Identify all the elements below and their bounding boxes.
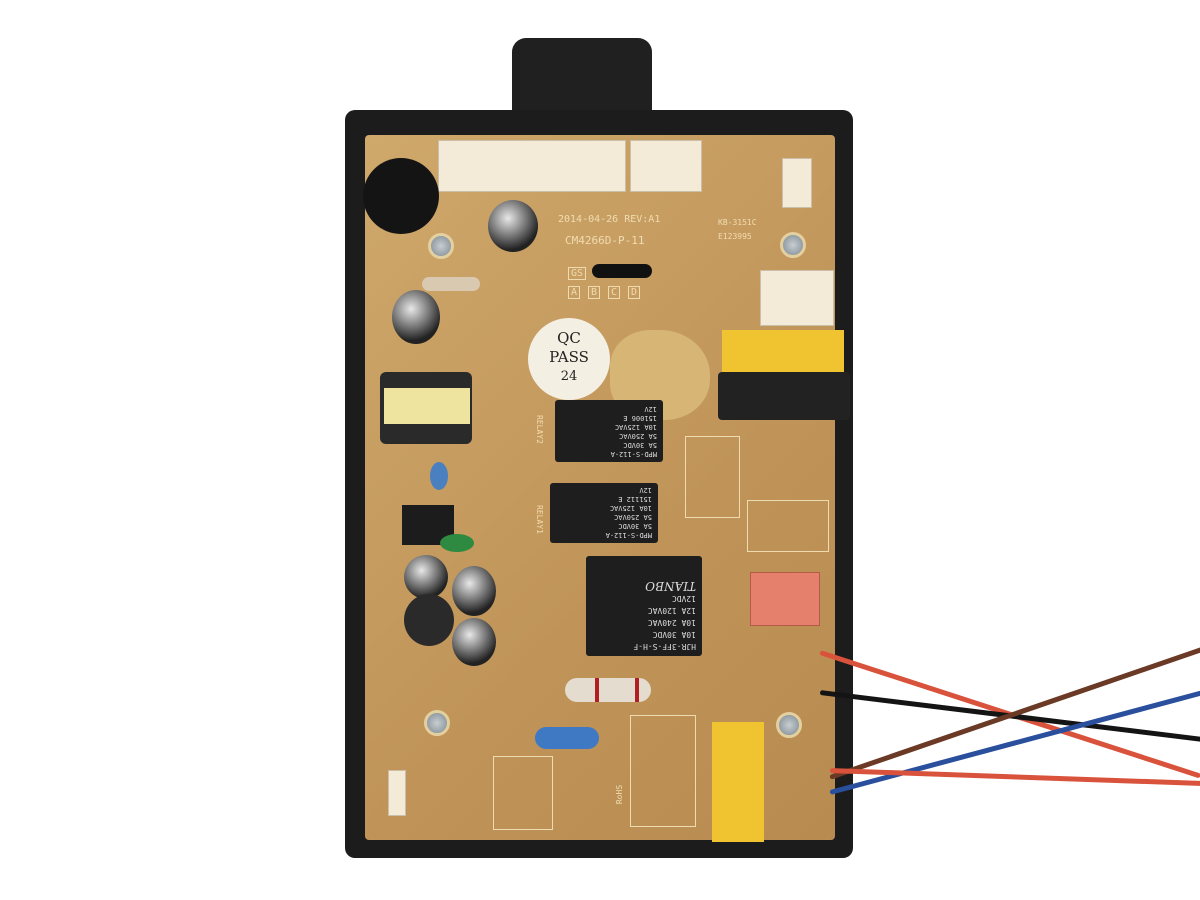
relay-rating: 5A 250VAC [614,513,652,521]
footprint-l7 [493,756,553,830]
relay-rating: 5A 250VAC [619,432,657,440]
transformer-bobbin [384,388,470,424]
relay-lot: 151112 E [618,495,652,503]
connector-fan [388,770,406,816]
screw [776,712,802,738]
relay-coil: 12V [639,486,652,494]
capacitor-c7 [488,200,538,252]
capacitor-c4 [452,618,496,666]
capacitor-blue-2 [535,727,599,749]
connector-pink [750,572,820,626]
capacitor-x2-c2 [722,330,844,376]
capacitor-blue [430,462,448,490]
option-c: C [608,286,621,299]
connector-motor [760,270,834,326]
relay-brand: TIANBO [645,579,696,593]
date-rev-text: 2014-04-26 REV:A1 [558,214,661,225]
footprint-l2 [685,436,740,518]
screw [428,233,454,259]
relay-rating: 10A 30VDC [652,630,696,639]
bridge-rectifier [718,372,850,420]
capacitor-c13 [452,566,496,616]
pass-text: PASS [549,348,589,366]
capacitor-green [440,534,474,552]
relay-rating: 10A 240VAC [647,618,696,627]
inductor [404,594,454,646]
code-text: KB-3151C [718,218,757,227]
connector-main [438,140,626,192]
relay-rating: 12A 120VAC [647,606,696,615]
option-b: B [588,286,601,299]
capacitor [404,555,448,599]
gs-label: GS [568,267,587,280]
relay-rating: 10A 125VAC [614,423,657,431]
relay-model: MPD-S-112-A [605,531,652,539]
qc-pass-sticker: QC PASS 24 [528,318,610,400]
relay2-label: RELAY2 [534,415,544,444]
capacitor-e1 [392,290,440,344]
connector-small [782,158,812,208]
connector-cn1 [630,140,702,192]
qc-number: 24 [560,369,578,384]
relay-coil: 12V [644,405,657,413]
relay-rating: 5A 30VDC [618,522,652,530]
resistor-r8 [565,678,651,702]
capacitor-x2-c11 [712,722,764,842]
relay-model: HJR-3FF-S-H-F [633,642,696,651]
footprint-l9 [630,715,696,827]
relay-lot: 151006 E [623,414,657,422]
relay1-label: RELAY1 [534,505,544,534]
marker-blot [592,264,652,278]
buzzer [363,158,439,234]
relay-model: MPD-S-112-A [610,450,657,458]
rohs-mark: RoHS [615,784,625,805]
resistor-r52 [422,277,480,291]
screw [780,232,806,258]
relay-2: MPD-S-112-A 5A 30VDC 5A 250VAC 10A 125VA… [555,400,663,462]
option-d: D [628,286,641,299]
housing-tab [512,38,652,118]
model-text: CM4266D-P-11 [565,234,645,247]
relay-1: MPD-S-112-A 5A 30VDC 5A 250VAC 10A 125VA… [550,483,658,543]
option-a: A [568,286,581,299]
relay-rating: 10A 125VAC [609,504,652,512]
relay-coil: 12VDC [671,594,696,603]
footprint-l3 [747,500,829,552]
relay-tianbo: HJR-3FF-S-H-F 10A 30VDC 10A 240VAC 12A 1… [586,556,702,656]
relay-rating: 5A 30VDC [623,441,657,449]
ul-file-text: E123995 [718,232,752,241]
qc-text: QC [557,329,581,347]
screw [424,710,450,736]
